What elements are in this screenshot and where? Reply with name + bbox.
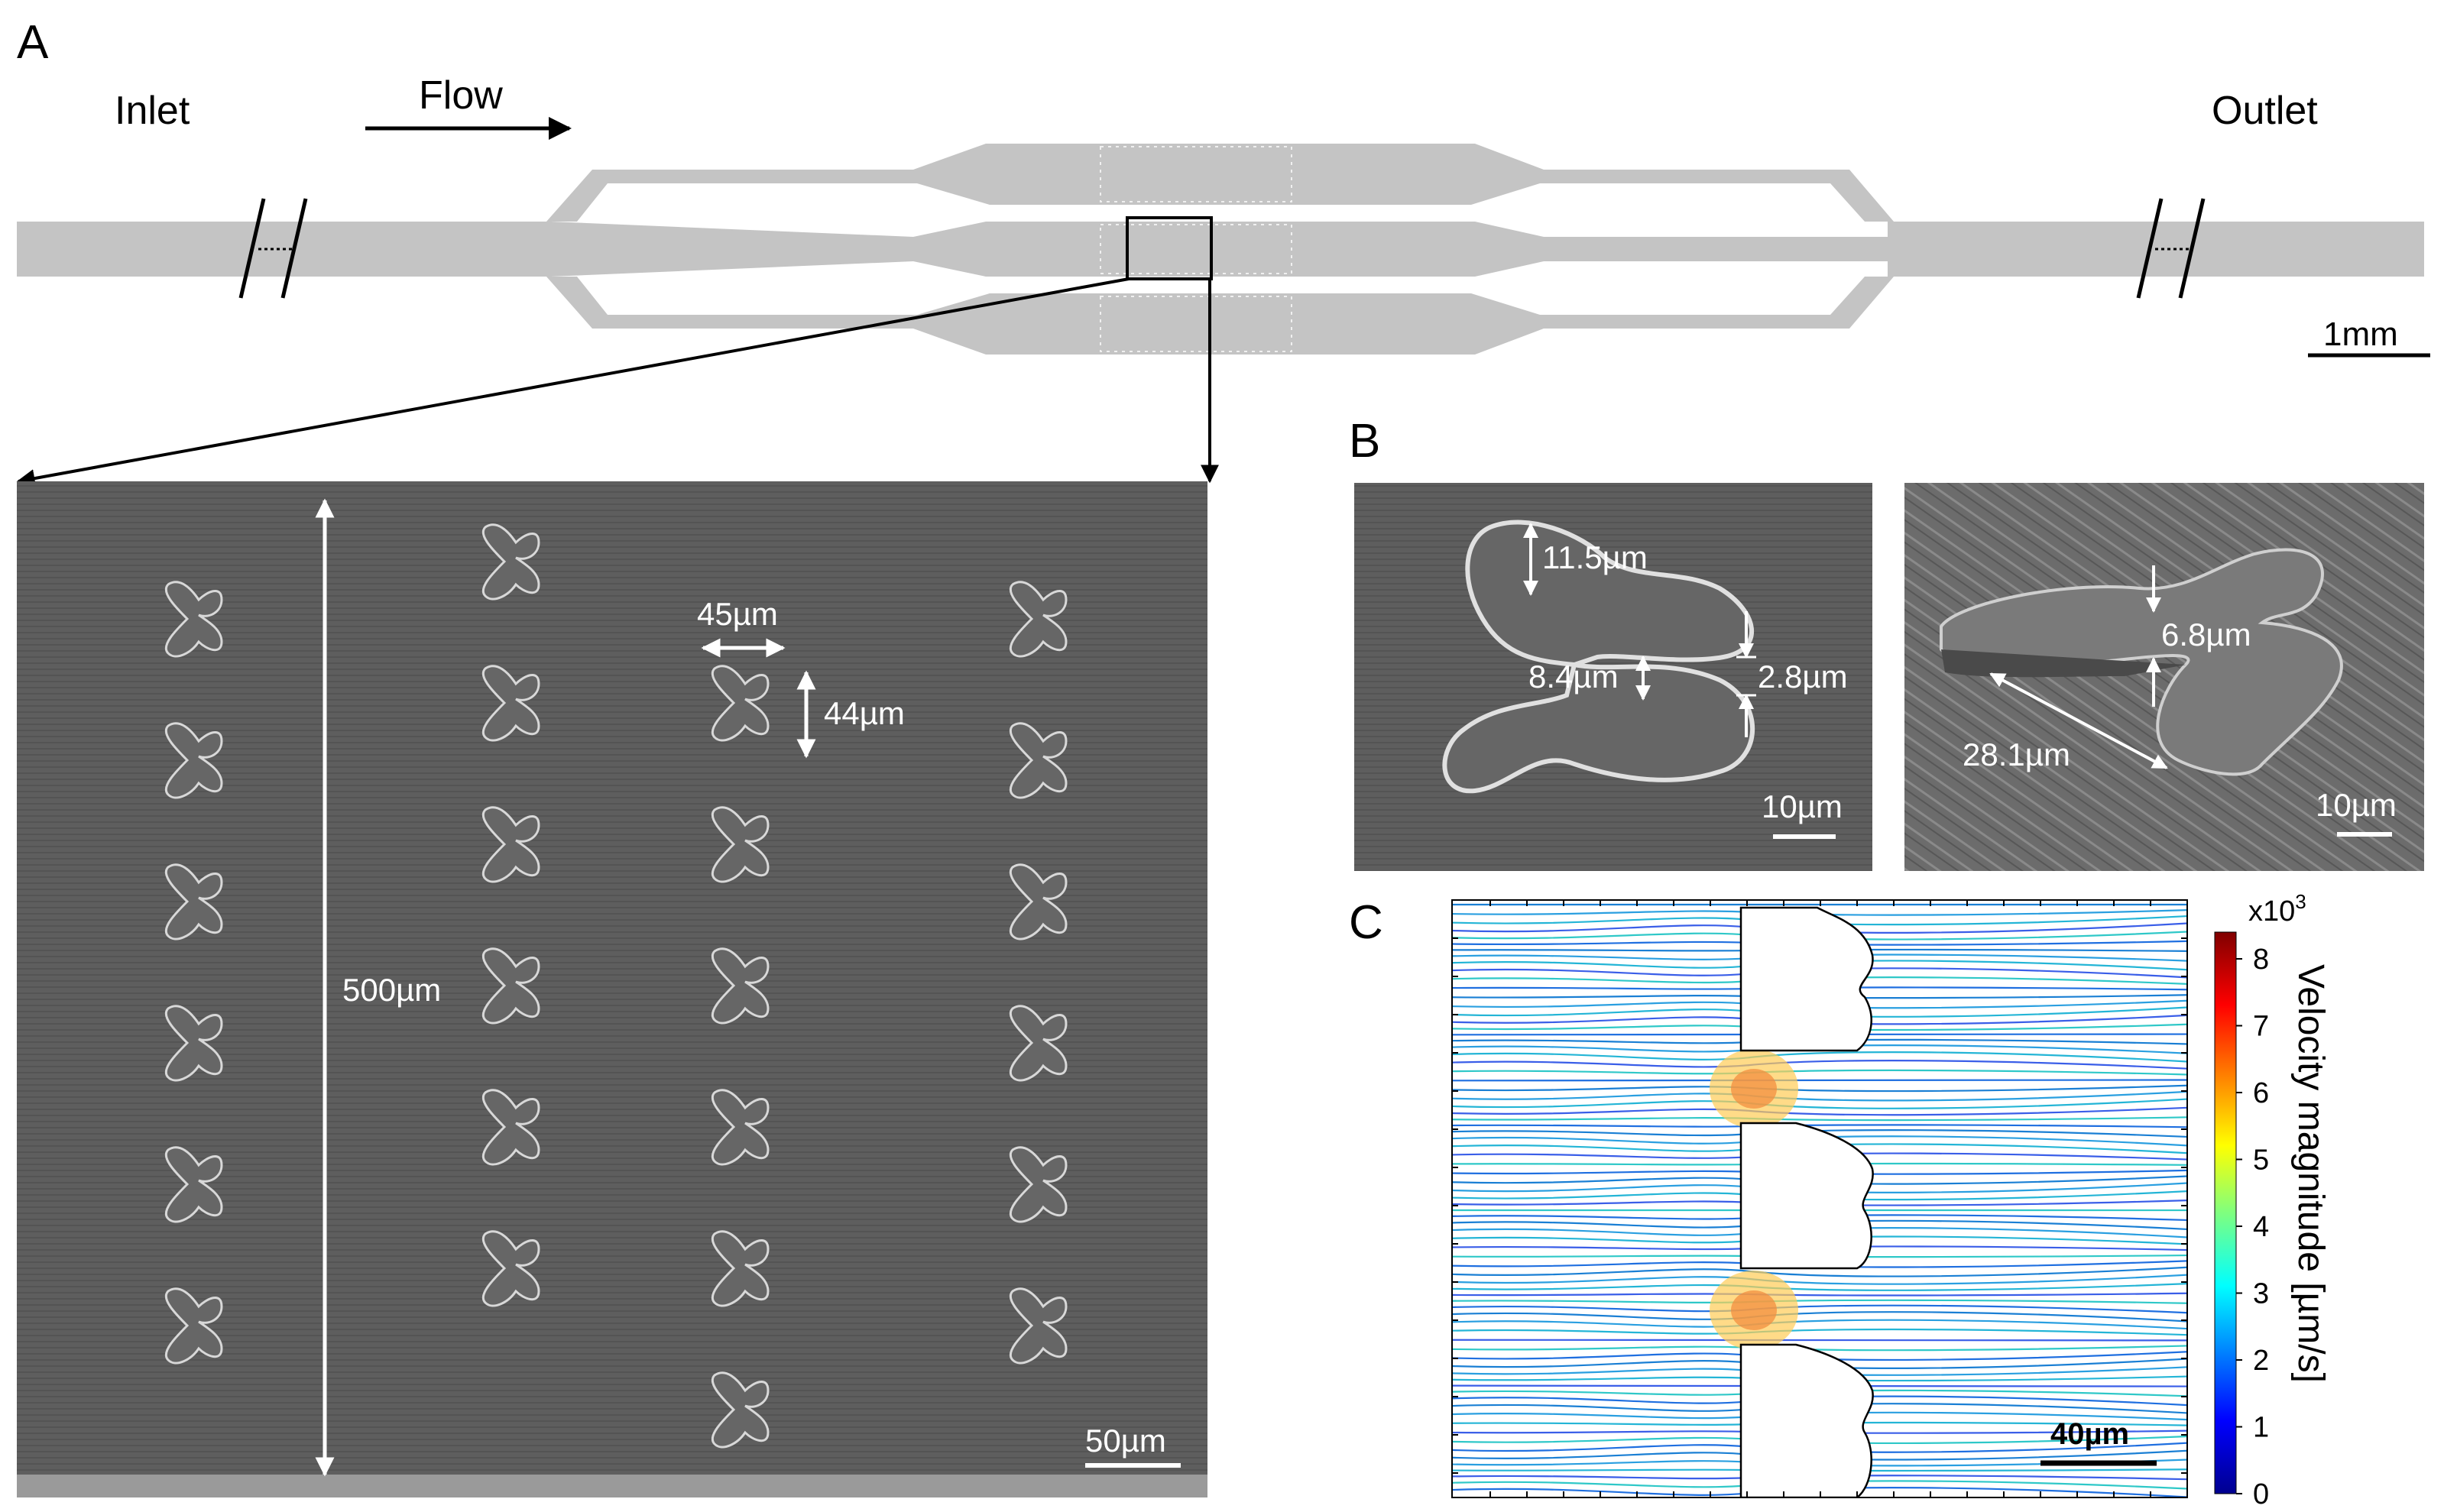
colorbar-tick-label: 1 [2253, 1412, 2269, 1444]
pitch-label: 44µm [824, 695, 905, 731]
middle-branch [550, 222, 1888, 277]
colorbar-tick-label: 8 [2253, 944, 2269, 976]
scale-bar-40um-label: 40µm [2050, 1417, 2129, 1451]
colorbar-label: Velocity magnitude [µm/s] [2290, 964, 2331, 1383]
hotspots [1710, 1049, 1798, 1350]
colorbar-tick-label: 3 [2253, 1278, 2269, 1310]
sem-top-view-image [1354, 483, 1872, 871]
scale-bar-1mm-label: 1mm [2323, 316, 2398, 353]
break-mark-outlet [2136, 198, 2206, 299]
panel-label-c: C [1349, 896, 1383, 949]
tilted-dim-2-label: 28.1µm [1963, 737, 2070, 772]
flow-label: Flow [419, 73, 503, 118]
colorbar-ticks: 0 1 2 3 4 5 6 7 8 [2236, 944, 2269, 1510]
colorbar-tick-label: 5 [2253, 1145, 2269, 1177]
top-dim-2-label: 8.4µm [1528, 659, 1619, 694]
trap-array-dots [1100, 146, 1292, 352]
scale-bar-10um-tilted-label: 10µm [2316, 787, 2397, 823]
outlet-label: Outlet [2212, 89, 2318, 133]
inlet-label: Inlet [115, 89, 190, 133]
colorbar [2214, 931, 2237, 1494]
lower-branch [546, 277, 1894, 355]
upper-branch [546, 144, 1894, 222]
scale-bar-10um-top-label: 10µm [1762, 788, 1843, 824]
sem-tilted-view-image [1904, 483, 2424, 871]
colorbar-tick-label: 4 [2253, 1211, 2269, 1243]
streamline-simulation [1452, 900, 2187, 1497]
zoom-box [1126, 216, 1213, 280]
scale-bar-50um-label: 50µm [1085, 1423, 1166, 1459]
frame-ticks [1452, 900, 2187, 1497]
tilted-dim-1-label: 6.8µm [2161, 617, 2251, 652]
colorbar-tick-label: 6 [2253, 1077, 2269, 1109]
colorbar-tick-label: 7 [2253, 1011, 2269, 1043]
break-mark-inlet [238, 198, 308, 299]
channel-schematic [17, 144, 2424, 355]
colorbar-tick-label: 0 [2253, 1478, 2269, 1510]
trap-outlines [1739, 906, 1874, 1497]
width-label: 45µm [697, 596, 778, 632]
panel-label-b: B [1349, 415, 1380, 468]
top-dim-3-label: 2.8µm [1758, 659, 1848, 694]
zoom-line-left [16, 277, 1130, 487]
colorbar-tick-label: 2 [2253, 1345, 2269, 1377]
streamline [1452, 1339, 2187, 1342]
height-label: 500µm [342, 972, 441, 1008]
colorbar-multiplier: x103 [2248, 890, 2306, 928]
panel-label-a: A [17, 16, 49, 69]
sem-overview-image [17, 481, 1207, 1497]
top-dim-1-label: 11.5µm [1542, 539, 1648, 575]
